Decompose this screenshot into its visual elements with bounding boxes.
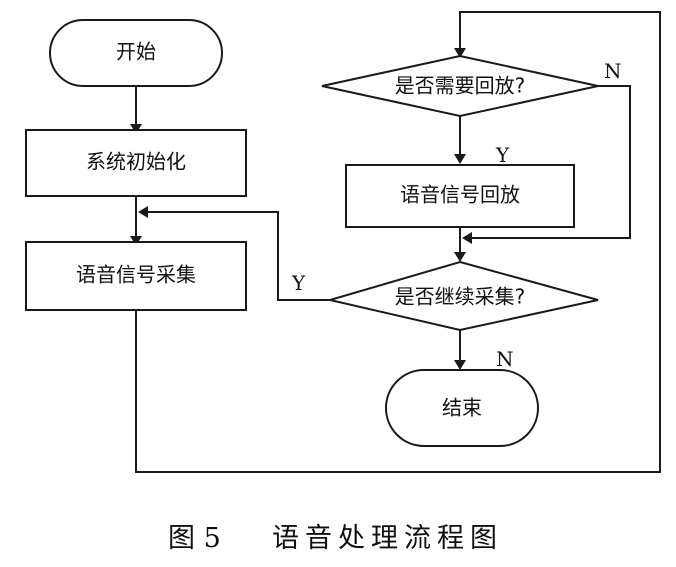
node-playback-label: 语音信号回放: [400, 183, 520, 207]
connectors: [135, 11, 661, 473]
connector-collect-loop-to-decision: [135, 11, 661, 473]
arrowhead-end: [454, 360, 466, 370]
connector-playback-no: [468, 85, 631, 239]
connector-continue-yes-loop: [144, 211, 330, 301]
decision-continue-collect: 是否继续采集?: [326, 260, 599, 332]
arrowhead-loop-join: [138, 206, 148, 218]
node-collect: 语音信号采集: [25, 241, 247, 311]
branch-label-playback-yes: Y: [495, 143, 510, 167]
caption-label: 图 5: [168, 523, 221, 554]
branch-label-continue-no: N: [496, 347, 514, 371]
node-collect-label: 语音信号采集: [76, 263, 196, 287]
decision-need-playback-label: 是否需要回放?: [395, 74, 526, 98]
arrowhead-no-join: [462, 232, 472, 244]
arrowhead-playback: [454, 154, 466, 164]
node-init: 系统初始化: [25, 129, 247, 197]
node-init-label: 系统初始化: [86, 150, 186, 174]
arrowhead-need-playback: [454, 48, 466, 58]
node-start-label: 开始: [116, 40, 156, 64]
arrowhead-continue: [454, 252, 466, 262]
figure-caption: 图 5 语音处理流程图: [168, 523, 503, 554]
arrowheads: [130, 48, 472, 370]
decision-continue-collect-label: 是否继续采集?: [395, 285, 526, 309]
node-end-label: 结束: [442, 396, 482, 420]
caption-title: 语音处理流程图: [272, 523, 503, 554]
branch-label-continue-yes: Y: [291, 271, 306, 295]
node-end: 结束: [385, 369, 539, 447]
node-start: 开始: [49, 19, 223, 87]
branch-label-playback-no: N: [604, 59, 622, 83]
decision-need-playback: 是否需要回放?: [321, 54, 599, 118]
node-playback: 语音信号回放: [345, 164, 575, 228]
